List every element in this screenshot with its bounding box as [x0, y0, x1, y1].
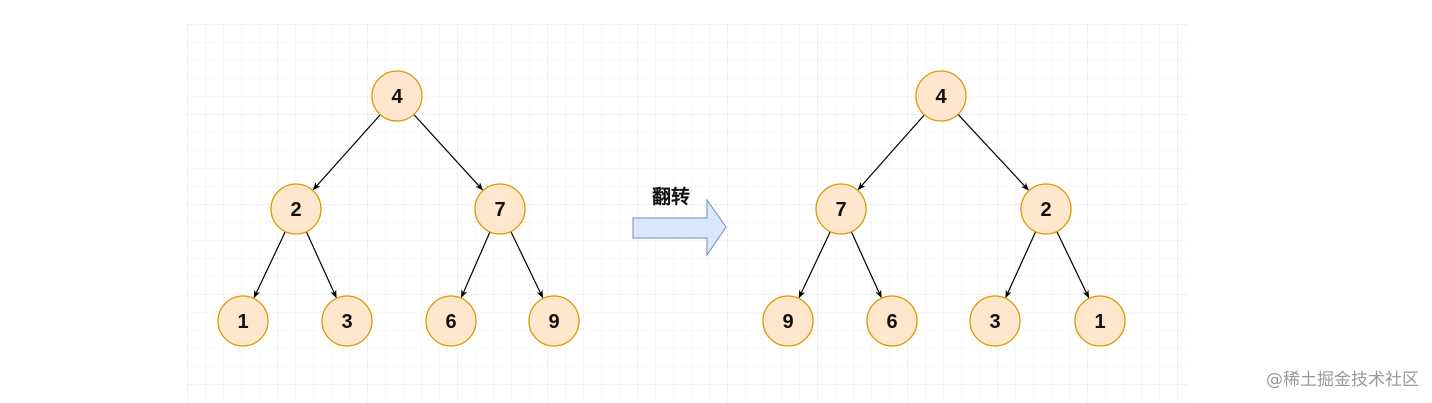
left-tree-leaf-node-1-label: 1	[237, 311, 248, 333]
left-tree-leaf-node-1: 1	[217, 295, 269, 347]
right-edge-l2a-to-l3b	[850, 231, 882, 299]
left-tree-leaf-node-3-label: 6	[445, 311, 456, 333]
edges-layer	[253, 113, 1090, 299]
right-tree-level2-node-1: 7	[815, 183, 867, 235]
left-tree-leaf-node-3: 6	[425, 295, 477, 347]
watermark: @稀土掘金技术社区	[1266, 370, 1419, 390]
right-edge-l2b-to-l3d	[1056, 231, 1090, 299]
left-edge-l2a-to-l3b	[305, 231, 337, 299]
right-tree-root-node: 4	[915, 70, 967, 122]
right-tree-edges	[798, 113, 1090, 299]
right-tree-leaf-node-2-circle	[866, 295, 918, 347]
right-tree-leaf-node-4: 1	[1074, 295, 1126, 347]
left-tree-leaf-node-2: 3	[321, 295, 373, 347]
left-edge-root-to-left	[312, 114, 381, 191]
left-tree-level2-node-2: 7	[474, 183, 526, 235]
right-tree: 4 7 2 9 6 3 1	[762, 70, 1126, 347]
left-tree-edges	[253, 114, 544, 299]
right-tree-leaf-node-4-label: 1	[1094, 311, 1105, 333]
right-tree-leaf-node-3: 3	[969, 295, 1021, 347]
right-tree-level2-node-1-circle	[815, 183, 867, 235]
right-edge-root-to-right	[957, 113, 1029, 191]
left-tree-level2-node-1-label: 2	[290, 199, 301, 221]
left-edge-l2a-to-l3a	[253, 231, 286, 299]
right-tree-leaf-node-3-label: 3	[989, 311, 1000, 333]
right-edge-l2a-to-l3a	[798, 231, 831, 299]
left-edge-root-to-right	[413, 114, 484, 191]
left-edge-l2b-to-l3d	[510, 231, 544, 299]
right-tree-level2-node-2-circle	[1020, 183, 1072, 235]
left-tree-leaf-node-4: 9	[528, 295, 580, 347]
right-tree-leaf-node-2: 6	[866, 295, 918, 347]
right-edge-root-to-left	[857, 114, 925, 191]
left-tree-leaf-node-2-label: 3	[341, 311, 352, 333]
left-tree-level2-node-1-circle	[270, 183, 322, 235]
flip-arrow-shape	[632, 198, 727, 257]
left-edge-l2b-to-l3c	[460, 231, 491, 298]
left-tree-level2-node-2-circle	[474, 183, 526, 235]
right-tree-leaf-node-1-circle	[762, 295, 814, 347]
right-tree-leaf-node-1-label: 9	[782, 311, 793, 333]
left-tree-root-node: 4	[371, 70, 423, 122]
right-tree-leaf-node-1: 9	[762, 295, 814, 347]
flip-arrow-label: 翻转	[652, 185, 690, 208]
right-tree-root-node-label: 4	[935, 86, 947, 108]
left-tree-level2-node-1: 2	[270, 183, 322, 235]
left-tree: 4 2 7 1 3 6 9	[217, 70, 580, 347]
right-tree-leaf-node-2-label: 6	[886, 311, 897, 333]
left-tree-leaf-node-2-circle	[321, 295, 373, 347]
left-tree-leaf-node-4-label: 9	[548, 311, 559, 333]
right-edge-l2b-to-l3c	[1005, 231, 1037, 299]
right-tree-level2-node-1-label: 7	[835, 199, 846, 221]
right-tree-level2-node-2: 2	[1020, 183, 1072, 235]
right-tree-leaf-node-4-circle	[1074, 295, 1126, 347]
left-tree-level2-node-2-label: 7	[494, 199, 505, 221]
left-tree-root-node-circle	[371, 70, 423, 122]
right-tree-root-node-circle	[915, 70, 967, 122]
right-tree-leaf-node-3-circle	[969, 295, 1021, 347]
nodes-layer: 4 2 7 1 3 6 9 4 7 2 9 6 3 1	[217, 70, 1126, 347]
left-tree-leaf-node-3-circle	[425, 295, 477, 347]
left-tree-root-node-label: 4	[391, 86, 403, 108]
left-tree-leaf-node-1-circle	[217, 295, 269, 347]
flip-arrow: 翻转	[632, 185, 727, 257]
right-tree-level2-node-2-label: 2	[1040, 199, 1051, 221]
left-tree-leaf-node-4-circle	[528, 295, 580, 347]
